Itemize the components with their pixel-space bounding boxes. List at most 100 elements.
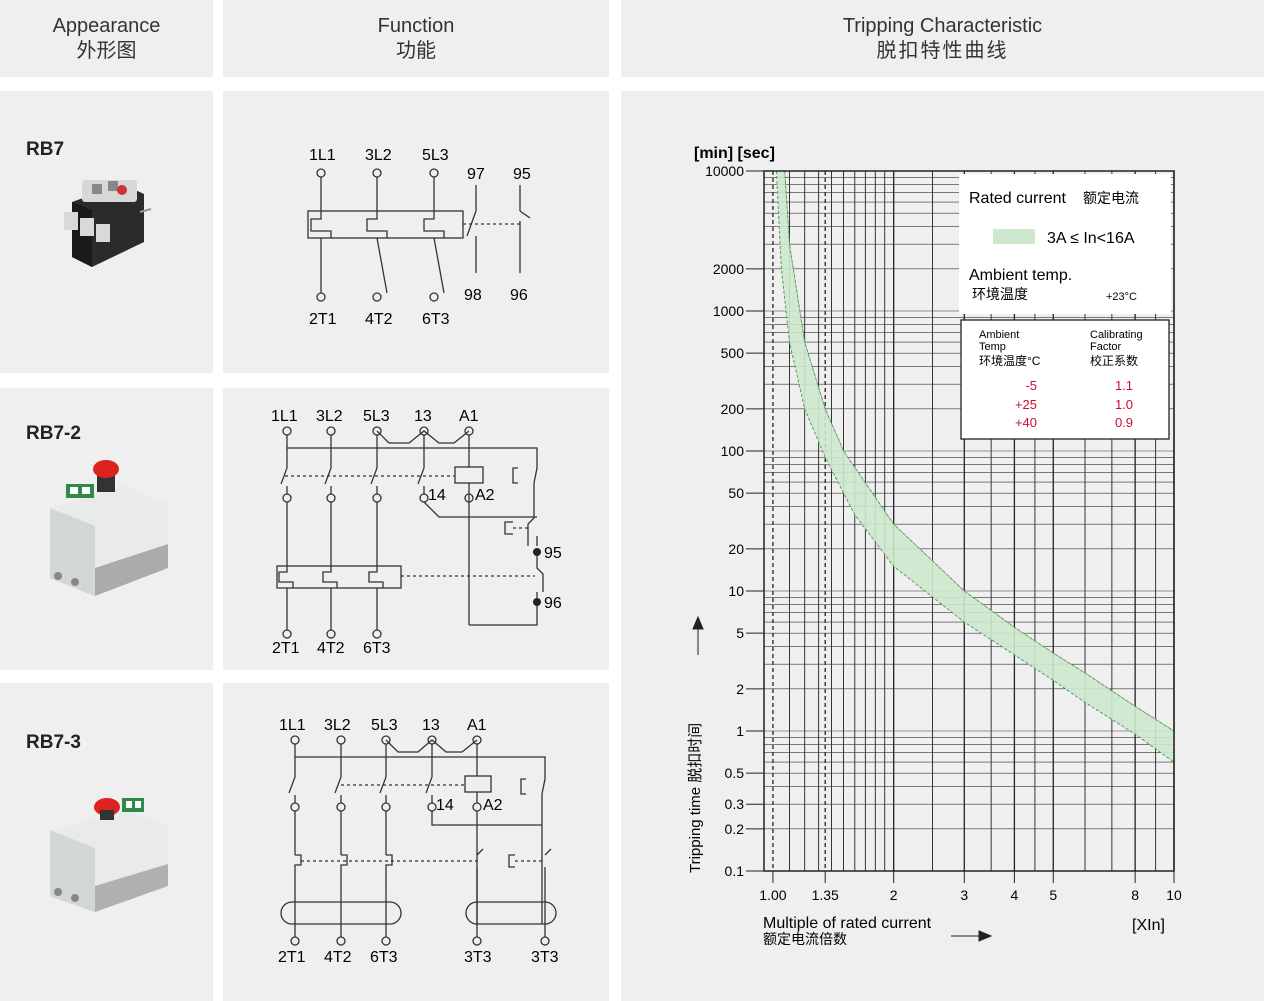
- y-axis-label: Tripping time 脱扣时间: [687, 723, 704, 873]
- terminal-3l2: 3L2: [365, 147, 392, 164]
- y-tick-label: 0.2: [725, 821, 745, 837]
- tripping-chart: [min] [sec] 1000020001000500200100502010…: [687, 145, 1182, 947]
- x-tick-label: 2: [890, 887, 898, 903]
- y-ticks: 10000 2000 1000 500 200 100 50 20 10 5 2 1 0.5 0.3 0.2…: [705, 163, 764, 879]
- y-tick-label: 100: [721, 443, 745, 459]
- terminal-a1: A1: [467, 717, 487, 734]
- ambient-en: Ambient temp.: [969, 267, 1072, 284]
- ambient-value: +23°C: [1106, 291, 1137, 303]
- x-tick-label: 4: [1011, 887, 1019, 903]
- terminal-5l3: 5L3: [371, 717, 398, 734]
- terminal-14: 14: [428, 487, 446, 504]
- table-factor-value: 1.1: [1115, 378, 1133, 393]
- x-axis-arrow-icon: [951, 930, 993, 942]
- terminal-4t2: 4T2: [365, 311, 393, 328]
- diagram-rb7-2: 1L1 3L2 5L3 13 A1 14 A2 95 96 2T1 4T2 6T…: [271, 408, 562, 657]
- y-tick-label: 50: [728, 485, 744, 501]
- y-tick-label: 1: [736, 723, 744, 739]
- terminal-3l2: 3L2: [324, 717, 351, 734]
- y-tick-label: 0.3: [725, 796, 745, 812]
- band-legend-text: 3A ≤ In<16A: [1047, 230, 1135, 247]
- row3-function-cell: [223, 683, 609, 1001]
- y-tick-label: 500: [721, 345, 745, 361]
- terminal-13: 13: [422, 717, 440, 734]
- y-tick-label: 200: [721, 401, 745, 417]
- diagram-rb7: 1L1 3L2 5L3 97 95 2T1 4T2 6T3 98 96: [307, 147, 531, 328]
- terminal-3t3-a: 3T3: [464, 949, 492, 966]
- table-temp-value: +40: [1015, 415, 1037, 430]
- y-unit-label: [min] [sec]: [694, 145, 775, 162]
- y-tick-label: 5: [736, 625, 744, 641]
- rated-current-cn: 额定电流: [1083, 190, 1139, 206]
- x-ticks: 1.00 1.35 2 3 4 5 8 10: [759, 871, 1182, 903]
- terminal-13: 13: [414, 408, 432, 425]
- x-tick-label: 3: [960, 887, 968, 903]
- header-tripping-en: Tripping Characteristic: [842, 14, 1043, 37]
- terminal-95: 95: [513, 166, 531, 183]
- terminal-a2: A2: [475, 487, 495, 504]
- x-tick-label: 1.00: [759, 887, 786, 903]
- terminal-1l1: 1L1: [279, 717, 306, 734]
- header-appearance-cn: 外形图: [76, 39, 137, 62]
- terminal-3l2: 3L2: [316, 408, 343, 425]
- terminal-96: 96: [510, 287, 528, 304]
- header-appearance-en: Appearance: [52, 14, 161, 37]
- table-temp-en2: Temp: [979, 341, 1006, 353]
- relay-rb7-image: [64, 180, 152, 267]
- x-tick-label: 10: [1166, 887, 1182, 903]
- terminal-6t3: 6T3: [422, 311, 450, 328]
- table-factor-cn: 校正系数: [1090, 353, 1138, 368]
- table-factor-en1: Calibrating: [1090, 329, 1143, 341]
- terminal-97: 97: [467, 166, 485, 183]
- header-function-cn: 功能: [396, 39, 436, 62]
- calibration-table: [960, 319, 1170, 440]
- x-tick-label: 5: [1049, 887, 1057, 903]
- y-axis-arrow-icon: [692, 615, 704, 655]
- row1-function-cell: [223, 91, 609, 373]
- y-tick-label: 2000: [713, 261, 744, 277]
- y-tick-label: 1000: [713, 303, 744, 319]
- terminal-4t2: 4T2: [317, 640, 345, 657]
- table-factor-en2: Factor: [1090, 341, 1122, 353]
- terminal-95: 95: [544, 545, 562, 562]
- terminal-14: 14: [436, 797, 454, 814]
- y-tick-label: 2: [736, 681, 744, 697]
- terminal-1l1: 1L1: [271, 408, 298, 425]
- terminal-1l1: 1L1: [309, 147, 336, 164]
- x-axis-label-cn: 额定电流倍数: [763, 931, 847, 947]
- x-axis-label-en: Multiple of rated current: [763, 915, 932, 932]
- terminal-2t1: 2T1: [272, 640, 300, 657]
- y-tick-label: 0.5: [725, 765, 745, 781]
- enclosure-rb7-3-image: [50, 798, 168, 912]
- terminal-6t3: 6T3: [370, 949, 398, 966]
- model-label-rb7-3: RB7-3: [26, 732, 81, 753]
- header-tripping: Tripping Characteristic 脱扣特性曲线: [621, 0, 1264, 77]
- y-tick-label: 10: [728, 583, 744, 599]
- terminal-4t2: 4T2: [324, 949, 352, 966]
- curve-lower: [775, 170, 1175, 763]
- y-tick-label: 10000: [705, 163, 744, 179]
- header-appearance: Appearance 外形图: [0, 0, 213, 77]
- header-tripping-cn: 脱扣特性曲线: [876, 39, 1009, 62]
- model-label-rb7-2: RB7-2: [26, 423, 81, 444]
- terminal-a1: A1: [459, 408, 479, 425]
- band-swatch: [993, 229, 1035, 244]
- terminal-2t1: 2T1: [278, 949, 306, 966]
- terminal-5l3: 5L3: [363, 408, 390, 425]
- terminal-6t3: 6T3: [363, 640, 391, 657]
- model-label-rb7: RB7: [26, 139, 65, 160]
- x-tick-label: 1.35: [812, 887, 839, 903]
- x-tick-label: 8: [1131, 887, 1139, 903]
- diagram-rb7-3: 1L1 3L2 5L3 13 A1 14 A2 2T1 4T2 6T3 3T3 …: [278, 717, 559, 966]
- y-tick-label: 20: [728, 541, 744, 557]
- terminal-5l3: 5L3: [422, 147, 449, 164]
- rated-current-en: Rated current: [969, 190, 1066, 207]
- terminal-3t3-b: 3T3: [531, 949, 559, 966]
- curve-upper: [784, 170, 1175, 732]
- enclosure-rb7-2-image: [50, 460, 168, 596]
- x-unit-label: [XIn]: [1132, 917, 1165, 934]
- plot-frame: [763, 170, 1175, 872]
- chart-band: [775, 170, 1175, 763]
- table-factor-value: 0.9: [1115, 415, 1133, 430]
- table-factor-value: 1.0: [1115, 397, 1133, 412]
